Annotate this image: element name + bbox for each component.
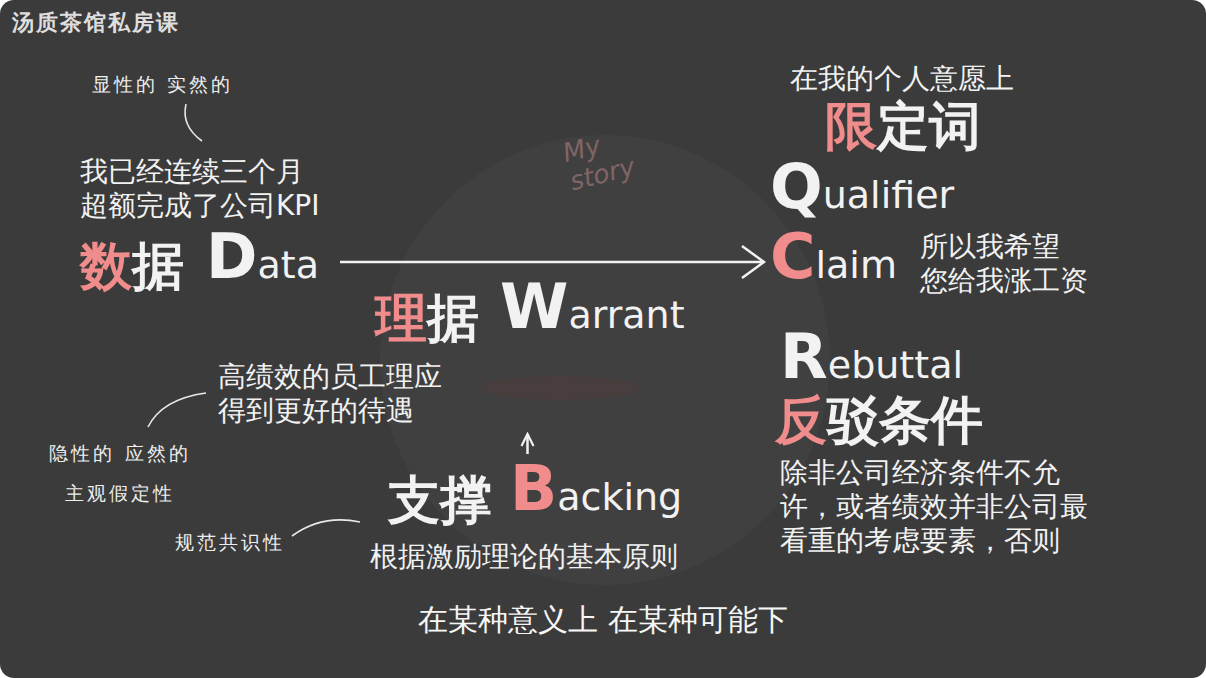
term-english: Claim <box>770 226 897 288</box>
toulmin-element: Rebuttal反驳条件除非公司经济条件不允 许，或者绩效并非公司最 看重的考虑… <box>775 326 1093 560</box>
leader-line <box>185 104 202 141</box>
handwritten-note: 隐性的 应然的 主观假定性 <box>45 433 195 513</box>
subtitle: 在某种意义上 在某种可能下 <box>0 600 1206 641</box>
toulmin-element: 支撑 Backing 根据激励理论的基本原则 <box>370 458 685 576</box>
toulmin-element: 在我的个人意愿上限定词Qualifier <box>770 62 1016 220</box>
example-text: 我已经连续三个月 超额完成了公司KPI <box>80 155 332 223</box>
toulmin-element: 理据 Warrant 高绩效的员工理应 得到更好的待遇 <box>218 276 687 430</box>
term-heading: 支撑 <box>388 472 492 529</box>
arrow-connector <box>526 434 529 454</box>
term-heading: 限定词 <box>825 98 981 155</box>
example-text: 所以我希望 您给我涨工资 <box>920 230 1091 298</box>
handwritten-note: 显性的 实然的 <box>92 72 233 98</box>
example-text: 根据激励理论的基本原则 <box>370 540 678 574</box>
example-text: 在我的个人意愿上 <box>790 62 1014 96</box>
term-heading: 反驳条件 <box>775 392 983 449</box>
term-heading: 数据 <box>80 238 184 295</box>
handwritten-note: 规范共识性 <box>175 530 285 556</box>
term-english: Data <box>206 226 319 288</box>
term-english: Qualifier <box>770 156 954 218</box>
leader-line <box>148 393 206 427</box>
term-heading: 理据 <box>375 290 479 347</box>
arrow-connector <box>340 261 764 264</box>
term-english: Backing <box>510 458 682 520</box>
faint-disk <box>380 135 830 585</box>
sketch-watermark: My story <box>560 118 661 195</box>
brush-smear <box>480 376 640 400</box>
leader-line <box>292 520 360 536</box>
term-english: Warrant <box>500 276 685 338</box>
term-english: Rebuttal <box>780 326 963 388</box>
toulmin-element: 我已经连续三个月 超额完成了公司KPI 数据 Data <box>80 150 334 298</box>
channel-watermark: 汤质茶馆私房课 <box>12 8 180 38</box>
example-text: 高绩效的员工理应 得到更好的待遇 <box>218 360 448 428</box>
example-text: 除非公司经济条件不允 许，或者绩效并非公司最 看重的考虑要素，否则 <box>780 456 1091 558</box>
toulmin-element: Claim 所以我希望 您给我涨工资 <box>770 226 1093 300</box>
